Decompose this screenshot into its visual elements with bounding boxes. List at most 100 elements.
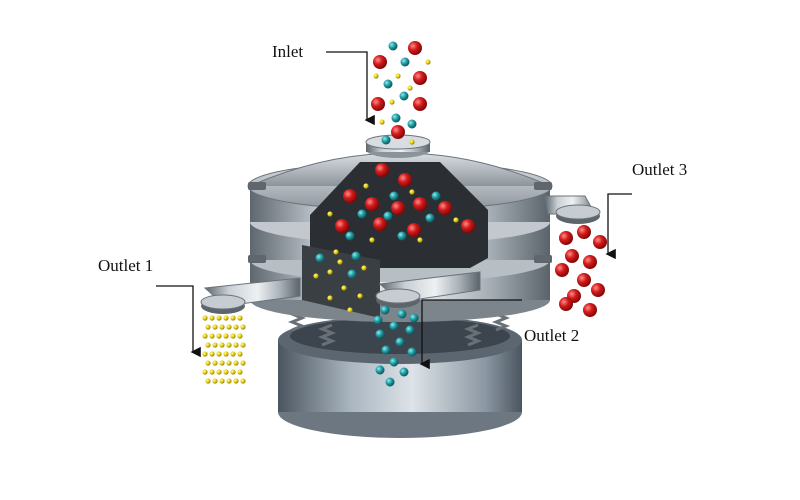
small-particle xyxy=(212,360,218,366)
small-particle xyxy=(226,324,232,330)
outlet-3-label: Outlet 3 xyxy=(632,160,688,179)
small-particle xyxy=(219,360,225,366)
small-particle xyxy=(209,369,215,375)
medium-particle xyxy=(380,305,390,315)
small-particle xyxy=(395,73,401,79)
large-particle xyxy=(593,235,607,249)
small-particle xyxy=(205,342,211,348)
outlet-3-spout xyxy=(544,195,601,224)
large-particle xyxy=(413,71,427,85)
medium-particle xyxy=(409,313,419,323)
small-particle xyxy=(230,333,236,339)
large-particle xyxy=(413,197,427,211)
outlet-2-spout xyxy=(375,271,481,308)
small-particle xyxy=(219,378,225,384)
small-particle xyxy=(226,342,232,348)
small-particle xyxy=(379,119,385,125)
medium-particle xyxy=(388,41,398,51)
medium-particle xyxy=(375,329,385,339)
medium-particle xyxy=(389,357,399,367)
particles xyxy=(202,41,607,387)
small-particle xyxy=(237,369,243,375)
medium-particle xyxy=(399,367,409,377)
small-particle xyxy=(240,378,246,384)
small-particle xyxy=(233,378,239,384)
large-particle xyxy=(591,283,605,297)
large-particle xyxy=(559,231,573,245)
large-particle xyxy=(438,201,452,215)
small-particle xyxy=(357,293,363,299)
small-particle xyxy=(202,315,208,321)
large-particle xyxy=(375,163,389,177)
small-particle xyxy=(337,259,343,265)
small-particle xyxy=(205,360,211,366)
medium-particle xyxy=(389,191,399,201)
outlet1-leader xyxy=(156,285,201,358)
small-particle xyxy=(209,351,215,357)
small-particle xyxy=(341,285,347,291)
outlet-1-label: Outlet 1 xyxy=(98,256,154,275)
medium-particle xyxy=(400,57,410,67)
small-particle xyxy=(363,183,369,189)
medium-particle xyxy=(407,347,417,357)
large-particle xyxy=(413,97,427,111)
large-particle xyxy=(583,255,597,269)
clamp-bands xyxy=(248,182,552,263)
base-drum xyxy=(278,316,522,438)
small-particle xyxy=(327,211,333,217)
large-particle xyxy=(577,273,591,287)
small-particle xyxy=(425,59,431,65)
small-particle xyxy=(202,351,208,357)
small-particle xyxy=(226,378,232,384)
medium-particle xyxy=(315,253,325,263)
medium-particle xyxy=(397,309,407,319)
large-particle xyxy=(391,201,405,215)
small-particle xyxy=(389,99,395,105)
small-particle xyxy=(212,378,218,384)
small-particle xyxy=(216,315,222,321)
medium-particle xyxy=(375,365,385,375)
outlet3-leader xyxy=(605,193,632,260)
small-particle xyxy=(240,342,246,348)
large-particle xyxy=(577,225,591,239)
small-particle xyxy=(223,369,229,375)
small-particle xyxy=(453,217,459,223)
small-particle xyxy=(223,351,229,357)
small-particle xyxy=(205,378,211,384)
medium-particle xyxy=(381,345,391,355)
medium-particle xyxy=(383,211,393,221)
medium-particle xyxy=(345,231,355,241)
outlet2-leader xyxy=(419,299,522,370)
medium-particle xyxy=(397,231,407,241)
medium-particle xyxy=(381,135,391,145)
small-particle xyxy=(219,324,225,330)
small-particle xyxy=(417,237,423,243)
small-particle xyxy=(216,369,222,375)
small-particle xyxy=(237,351,243,357)
small-particle xyxy=(202,369,208,375)
medium-particle xyxy=(357,209,367,219)
small-particle xyxy=(327,269,333,275)
small-particle xyxy=(233,324,239,330)
large-particle xyxy=(335,219,349,233)
medium-particle xyxy=(391,113,401,123)
large-particle xyxy=(398,173,412,187)
outlet-2-label: Outlet 2 xyxy=(524,326,580,345)
small-particle xyxy=(216,333,222,339)
small-particle xyxy=(347,307,353,313)
large-particle xyxy=(391,125,405,139)
small-particle xyxy=(223,315,229,321)
small-particle xyxy=(212,342,218,348)
small-particle xyxy=(230,315,236,321)
small-particle xyxy=(202,333,208,339)
medium-particle xyxy=(431,191,441,201)
small-particle xyxy=(409,189,415,195)
small-particle xyxy=(240,324,246,330)
large-particle xyxy=(555,263,569,277)
large-particle xyxy=(408,41,422,55)
medium-particle xyxy=(389,321,399,331)
small-particle xyxy=(209,315,215,321)
small-particle xyxy=(237,333,243,339)
